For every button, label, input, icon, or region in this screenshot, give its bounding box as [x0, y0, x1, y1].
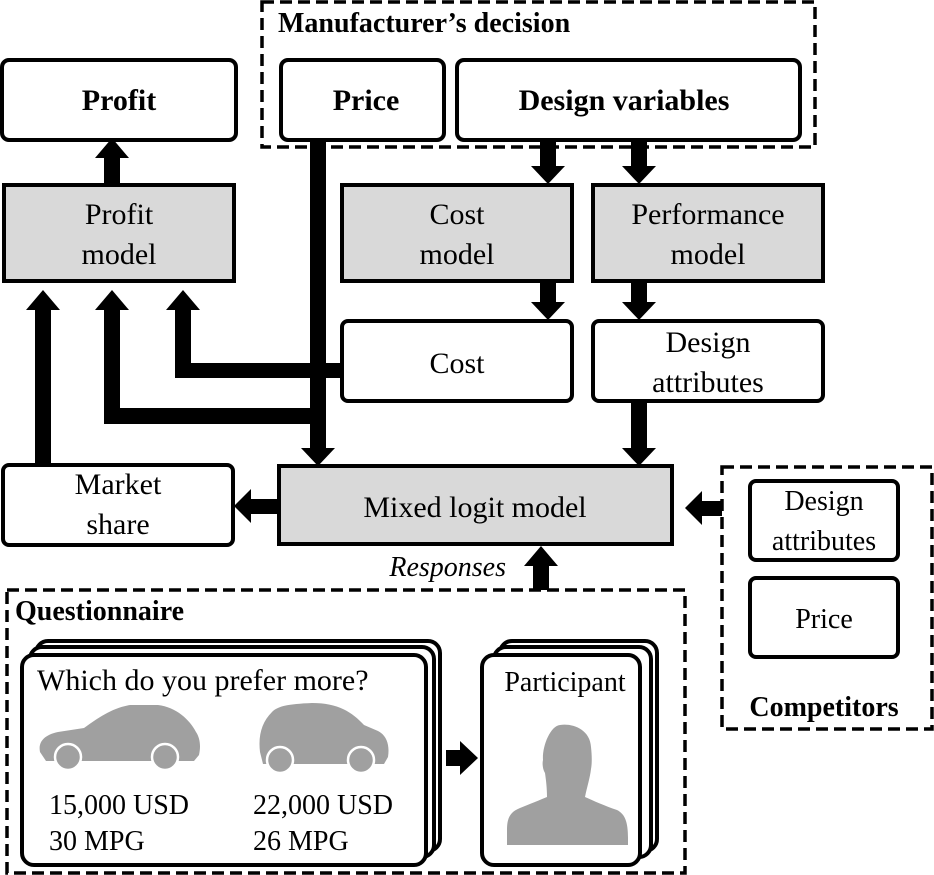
design-attributes-label-line2: attributes	[652, 366, 764, 399]
arrow-cost-to-profit-model	[166, 290, 342, 378]
arrow-profit-model-to-profit	[95, 138, 129, 185]
competitors-group	[720, 465, 934, 731]
sedan-car-icon	[39, 705, 200, 772]
manufacturer-decision-label: Manufacturer’s decision	[278, 8, 571, 39]
arrow-market-share-to-profit-model	[26, 290, 60, 465]
competitor-design-attributes-node: Design attributes	[748, 479, 900, 562]
option2-price: 22,000 USD	[253, 790, 393, 821]
line-perf-attrs	[631, 281, 647, 303]
arrow-design-attributes-to-mixed-logit	[622, 448, 656, 466]
manufacturer-decision-group	[260, 0, 817, 149]
arrow-mixed-logit-to-market-share	[234, 489, 278, 523]
arrow-dv-to-cost-model	[531, 166, 565, 184]
price-node: Price	[279, 58, 446, 142]
design-attributes-label-line1: Design	[666, 326, 751, 359]
option1-price: 15,000 USD	[49, 790, 189, 821]
competitor-design-attributes-line1: Design	[784, 486, 863, 517]
profit-model-label-line2: model	[82, 238, 157, 271]
design-attributes-node: Design attributes	[591, 319, 825, 403]
cost-model-label-line1: Cost	[429, 198, 485, 231]
arrow-dv-to-performance-model	[622, 166, 656, 184]
arrow-price-to-profit-model	[95, 290, 318, 424]
questionnaire-group	[5, 588, 687, 875]
performance-model-label-line2: model	[671, 238, 746, 271]
cost-model-label-line2: model	[420, 238, 495, 271]
profit-model-node: Profit model	[2, 183, 236, 283]
participant-title: Participant	[504, 667, 626, 698]
mixed-logit-model-node: Mixed logit model	[277, 464, 674, 546]
arrow-responses-to-mixed-logit	[524, 546, 558, 590]
arrow-price-to-mixed-logit	[301, 448, 335, 466]
line-dv-cost	[540, 140, 556, 168]
design-variables-node: Design variables	[455, 58, 802, 142]
arrow-performance-to-design-attributes	[622, 302, 656, 320]
competitor-price-label: Price	[795, 604, 853, 635]
connectors	[26, 138, 722, 775]
arrow-competitors-to-mixed-logit	[685, 491, 722, 525]
person-silhouette-icon	[507, 724, 628, 845]
question-text: Which do you prefer more?	[37, 664, 369, 697]
price-label: Price	[333, 84, 400, 117]
market-share-label-line1: Market	[75, 468, 162, 501]
market-share-node: Market share	[1, 463, 235, 547]
arrow-questionnaire-to-participant	[446, 741, 478, 775]
cost-node: Cost	[340, 319, 574, 403]
competitor-design-attributes-line2: attributes	[772, 526, 876, 557]
competitors-label: Competitors	[749, 692, 898, 723]
line-attrs-mixed-logit	[631, 401, 647, 449]
design-variables-label: Design variables	[519, 84, 730, 117]
hatchback-car-icon	[259, 703, 389, 775]
market-share-label-line2: share	[86, 508, 149, 541]
line-cost-model-cost	[540, 281, 556, 303]
profit-model-label-line1: Profit	[85, 198, 154, 231]
responses-label: Responses	[388, 552, 506, 583]
option1-mpg: 30 MPG	[49, 826, 145, 857]
cost-model-node: Cost model	[340, 183, 574, 283]
performance-model-label-line1: Performance	[631, 198, 784, 231]
cost-label: Cost	[429, 347, 485, 380]
questionnaire-label: Questionnaire	[15, 596, 184, 627]
line-price-down	[310, 140, 326, 450]
profit-node: Profit	[0, 58, 238, 142]
line-dv-performance	[631, 140, 647, 168]
profit-label: Profit	[82, 84, 156, 117]
competitor-price-node: Price	[748, 576, 900, 659]
option2-mpg: 26 MPG	[253, 826, 349, 857]
arrow-cost-model-to-cost	[531, 302, 565, 320]
performance-model-node: Performance model	[591, 183, 825, 283]
mixed-logit-model-label: Mixed logit model	[363, 491, 586, 524]
